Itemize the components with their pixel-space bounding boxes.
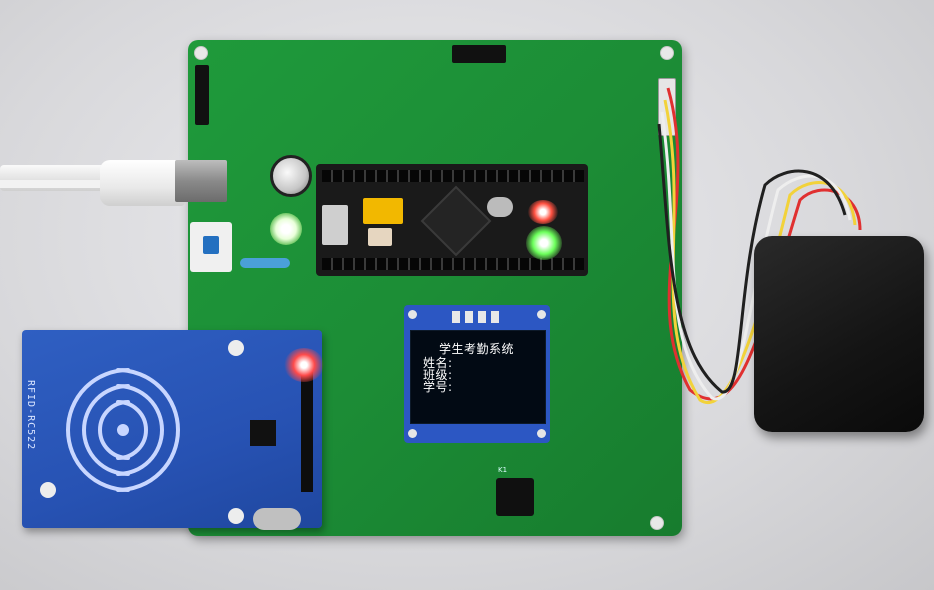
top-pin-header bbox=[452, 45, 506, 63]
oled-class-label: 班级: bbox=[423, 368, 453, 382]
usb-plug bbox=[100, 160, 185, 206]
mcu-pin-row-top bbox=[322, 170, 584, 182]
mcu-crystal bbox=[487, 197, 513, 217]
red-status-led bbox=[528, 200, 558, 224]
k1-button[interactable] bbox=[496, 478, 534, 516]
micro-usb-port bbox=[322, 205, 348, 245]
green-status-led bbox=[526, 226, 562, 260]
push-button-cap[interactable] bbox=[203, 236, 219, 254]
resistor bbox=[240, 258, 290, 268]
rfid-mount-hole bbox=[228, 508, 244, 524]
oled-screen: 学生考勤系统 姓名: 班级: 学号: bbox=[410, 330, 546, 424]
oled-id-label: 学号: bbox=[423, 380, 453, 394]
usb-cable-highlight bbox=[0, 180, 110, 188]
mcu-pin-row-bottom bbox=[322, 258, 584, 270]
mount-hole bbox=[660, 46, 674, 60]
reset-button[interactable] bbox=[368, 228, 392, 246]
rfid-mount-hole bbox=[40, 482, 56, 498]
sensor-module bbox=[754, 236, 924, 432]
rfid-chip bbox=[250, 420, 276, 446]
oled-pins bbox=[452, 311, 504, 323]
oled-mount-hole bbox=[537, 429, 546, 438]
rfid-mount-hole bbox=[228, 340, 244, 356]
power-led bbox=[270, 213, 302, 245]
mount-hole bbox=[194, 46, 208, 60]
gps-connector bbox=[658, 78, 676, 136]
oled-name-label: 姓名: bbox=[423, 356, 453, 370]
rfid-crystal bbox=[253, 508, 301, 530]
boot-jumper[interactable] bbox=[363, 198, 403, 224]
electrolytic-capacitor bbox=[270, 155, 312, 197]
rfid-pin-header bbox=[301, 372, 313, 492]
mount-hole bbox=[650, 516, 664, 530]
oled-mount-hole bbox=[537, 310, 546, 319]
oled-mount-hole bbox=[408, 310, 417, 319]
left-pin-header bbox=[195, 65, 209, 125]
oled-mount-hole bbox=[408, 429, 417, 438]
k1-label: K1 bbox=[498, 466, 508, 474]
rfid-red-led bbox=[284, 348, 324, 382]
rfid-antenna-icon bbox=[66, 368, 180, 492]
oled-title: 学生考勤系统 bbox=[439, 342, 515, 356]
usb-connector bbox=[175, 160, 227, 202]
rfid-model-label: RFID-RC522 bbox=[25, 380, 36, 451]
